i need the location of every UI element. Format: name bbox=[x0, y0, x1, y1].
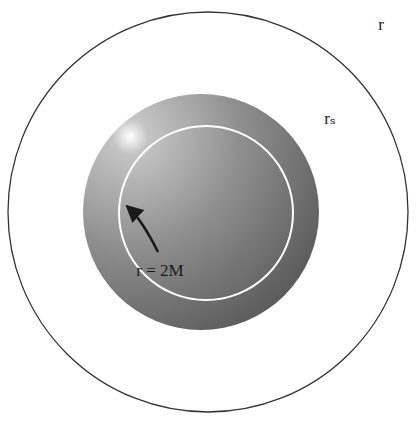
pointer-arrow bbox=[128, 207, 158, 252]
horizon-label: r = 2M bbox=[136, 262, 183, 279]
outer-shell bbox=[8, 12, 408, 412]
surface-label: rₛ bbox=[324, 110, 335, 127]
radius-label: r bbox=[378, 16, 384, 33]
star-sphere bbox=[83, 94, 319, 330]
horizon-circle bbox=[119, 126, 293, 300]
